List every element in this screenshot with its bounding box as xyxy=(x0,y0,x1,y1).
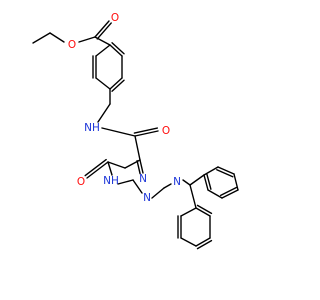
atom-label-piperazine-nitrogen-right: N xyxy=(173,176,181,188)
bond xyxy=(32,32,51,44)
bond xyxy=(96,22,112,40)
atom-label-amide-oxygen: O xyxy=(162,125,170,137)
bond xyxy=(109,77,123,90)
atom-label-ring-nitrogen: N xyxy=(139,173,147,185)
bond xyxy=(78,36,96,43)
bond-layer xyxy=(32,20,239,250)
bond xyxy=(182,179,191,186)
bond xyxy=(180,207,197,217)
bond xyxy=(95,77,111,90)
bond xyxy=(216,169,234,178)
atom-label-ester-carbonyl-oxygen: O xyxy=(111,12,119,24)
bond xyxy=(207,189,223,199)
bond xyxy=(206,173,212,190)
bond xyxy=(94,36,111,46)
bond xyxy=(195,237,211,247)
atom-label-piperazine-nitrogen-left: N xyxy=(143,192,151,204)
bond xyxy=(132,179,143,194)
bond xyxy=(217,166,235,175)
bond xyxy=(49,32,65,43)
bond xyxy=(94,20,110,38)
bond xyxy=(95,44,111,57)
atom-label-ring-nh: NH xyxy=(103,175,119,187)
bond xyxy=(136,159,141,175)
bond xyxy=(134,135,141,161)
bond xyxy=(203,174,209,191)
bond xyxy=(151,187,165,199)
bond xyxy=(84,158,107,177)
bond xyxy=(117,179,134,185)
bond xyxy=(111,42,125,55)
bond xyxy=(196,239,213,250)
molecule-structure: O O NH O N NH O N N xyxy=(32,12,239,250)
bond xyxy=(111,79,125,92)
bond xyxy=(189,174,205,186)
bond xyxy=(219,186,238,197)
bond xyxy=(107,161,126,169)
bond xyxy=(163,183,172,189)
bond xyxy=(139,159,144,174)
atom-label-amide-nh: NH xyxy=(84,122,100,134)
atom-label-lactam-oxygen: O xyxy=(77,176,85,188)
bond xyxy=(221,189,239,199)
atom-label-ester-ether-oxygen: O xyxy=(68,39,76,51)
bond xyxy=(203,166,219,176)
bond xyxy=(97,103,111,123)
bond xyxy=(189,184,197,209)
bond xyxy=(133,127,159,134)
bond xyxy=(107,161,113,176)
bond xyxy=(180,237,197,247)
bond xyxy=(86,161,109,179)
bond xyxy=(109,44,123,57)
bond xyxy=(101,127,136,137)
bond xyxy=(134,130,159,137)
bond xyxy=(196,204,213,215)
bond xyxy=(195,207,211,217)
